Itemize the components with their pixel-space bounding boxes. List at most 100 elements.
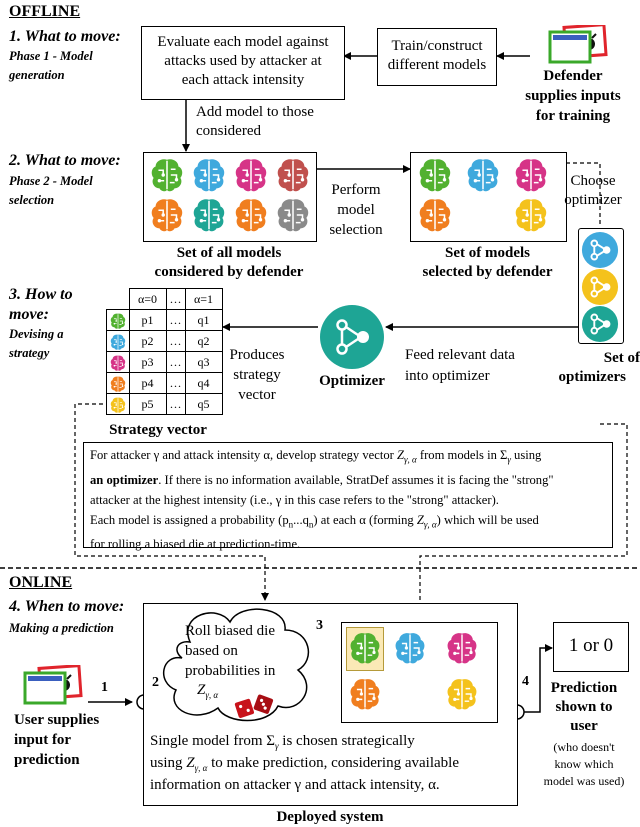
cloud-z: Zγ, α xyxy=(197,682,218,700)
single-sigma: Σ xyxy=(266,733,275,749)
brain-icon xyxy=(109,354,127,377)
table-cell: q1 xyxy=(184,309,223,331)
offline-heading: OFFLINE xyxy=(9,3,81,20)
optimizer-icon xyxy=(581,268,619,311)
table-header-cell: α=1 xyxy=(184,288,223,310)
perform-line-3: selection xyxy=(329,222,383,238)
step4-title: 4. When to move: xyxy=(9,598,125,615)
note-text: using xyxy=(510,448,542,462)
brain-icon xyxy=(416,196,454,239)
brain-icon xyxy=(109,375,127,398)
feed-line-2: into optimizer xyxy=(405,368,490,384)
table-cell: … xyxy=(165,372,186,394)
brain-icon xyxy=(392,630,428,671)
single-z: Z xyxy=(186,755,195,771)
user-line-1: User supplies xyxy=(14,712,100,728)
single-model-line-1: Single model from Σγ is chosen strategic… xyxy=(150,731,415,756)
brain-icon xyxy=(190,196,228,239)
add-model-line-2: considered xyxy=(196,123,261,139)
brain-icon xyxy=(109,333,127,356)
table-cell: … xyxy=(165,309,186,331)
cloud-shape xyxy=(162,608,309,722)
selected-models-line-2: selected by defender xyxy=(422,264,553,280)
train-line-1: Train/construct xyxy=(391,38,483,54)
table-cell: … xyxy=(165,393,186,415)
brain-icon xyxy=(190,156,228,199)
table-header-cell: α=0 xyxy=(128,288,167,310)
window-bomb-icon xyxy=(23,665,83,705)
dice-icon xyxy=(234,694,274,718)
single-text: to make prediction, considering availabl… xyxy=(207,755,459,771)
table-cell: p2 xyxy=(128,330,167,352)
who-line-3: model was used) xyxy=(543,774,625,788)
single-sub: γ, α xyxy=(194,763,208,773)
perform-line-2: model xyxy=(337,202,375,218)
prediction-line-3: user xyxy=(570,718,598,734)
single-text: Single model from xyxy=(150,733,267,749)
produces-line-3: vector xyxy=(238,387,276,403)
choose-line-2: optimizer xyxy=(564,192,622,208)
strategy-note: For attacker γ and attack intensity α, d… xyxy=(83,442,613,551)
note-z: Z xyxy=(416,512,424,527)
single-text: using xyxy=(150,755,187,771)
cloud-z-sub: γ, α xyxy=(205,690,219,700)
table-cell: p3 xyxy=(128,351,167,373)
selected-models-line-1: Set of models xyxy=(445,245,530,261)
brain-icon xyxy=(416,156,454,199)
table-cell: q4 xyxy=(184,372,223,394)
user-line-2: input for xyxy=(14,732,72,748)
table-cell: q3 xyxy=(184,351,223,373)
brain-icon xyxy=(347,630,383,671)
brain-icon xyxy=(232,156,270,199)
defender-line-3: for training xyxy=(535,108,611,124)
brain-icon xyxy=(148,156,186,199)
note-text: . If there is no information available, … xyxy=(158,472,554,487)
table-cell: q5 xyxy=(184,393,223,415)
who-line-2: know which xyxy=(554,757,614,771)
evaluate-line-3: each attack intensity xyxy=(181,72,305,88)
single-model-line-3: information on attacker γ and attack int… xyxy=(150,777,440,793)
note-sigma: Σ xyxy=(500,448,508,462)
step-number-1: 1 xyxy=(101,680,108,695)
note-text: ) which will be used xyxy=(436,512,539,527)
step3-sub-2: strategy xyxy=(9,346,50,360)
who-line-1: (who doesn't xyxy=(553,740,615,754)
evaluate-box: Evaluate each model against attacks used… xyxy=(141,26,345,100)
user-line-3: prediction xyxy=(14,752,80,768)
window-bomb-icon xyxy=(548,25,608,64)
train-box: Train/construct different models xyxy=(377,28,497,86)
note-text: ...q xyxy=(293,512,309,527)
step1-sub-2: generation xyxy=(9,68,65,82)
brain-icon xyxy=(512,196,550,239)
note-sub: n xyxy=(288,519,294,530)
note-text: Each model is assigned a probability (p xyxy=(90,512,289,527)
brain-icon xyxy=(274,196,312,239)
produces-line-1: Produces xyxy=(229,347,285,363)
single-text: is chosen strategically xyxy=(278,733,415,749)
note-line-3: attacker at the highest intensity (i.e.,… xyxy=(90,492,499,507)
deployed-system-label: Deployed system xyxy=(276,809,384,825)
step3-title-2: move: xyxy=(9,306,49,323)
result-box: 1 or 0 xyxy=(553,622,629,672)
brain-icon xyxy=(464,156,502,199)
note-sub: γ, α xyxy=(423,519,437,530)
prediction-line-2: shown to xyxy=(555,699,613,715)
add-model-line-1: Add model to those xyxy=(196,104,314,120)
optimizer-icon xyxy=(581,305,619,348)
perform-line-1: Perform xyxy=(331,182,381,198)
note-bold: an optimizer xyxy=(90,472,159,487)
step3-title-1: 3. How to xyxy=(9,286,73,303)
brain-icon xyxy=(148,196,186,239)
result-value: 1 or 0 xyxy=(568,635,614,656)
step2-sub-2: selection xyxy=(9,193,55,207)
step3-sub-1: Devising a xyxy=(9,327,64,341)
note-sub: n xyxy=(308,519,314,530)
all-models-line-1: Set of all models xyxy=(176,245,282,261)
train-line-2: different models xyxy=(387,57,487,73)
defender-line-1: Defender xyxy=(543,68,603,84)
brain-icon xyxy=(444,630,480,671)
table-cell: p4 xyxy=(128,372,167,394)
table-header-cell: … xyxy=(165,288,186,310)
step2-title: 2. What to move: xyxy=(9,152,121,169)
single-sub: γ xyxy=(274,741,279,751)
